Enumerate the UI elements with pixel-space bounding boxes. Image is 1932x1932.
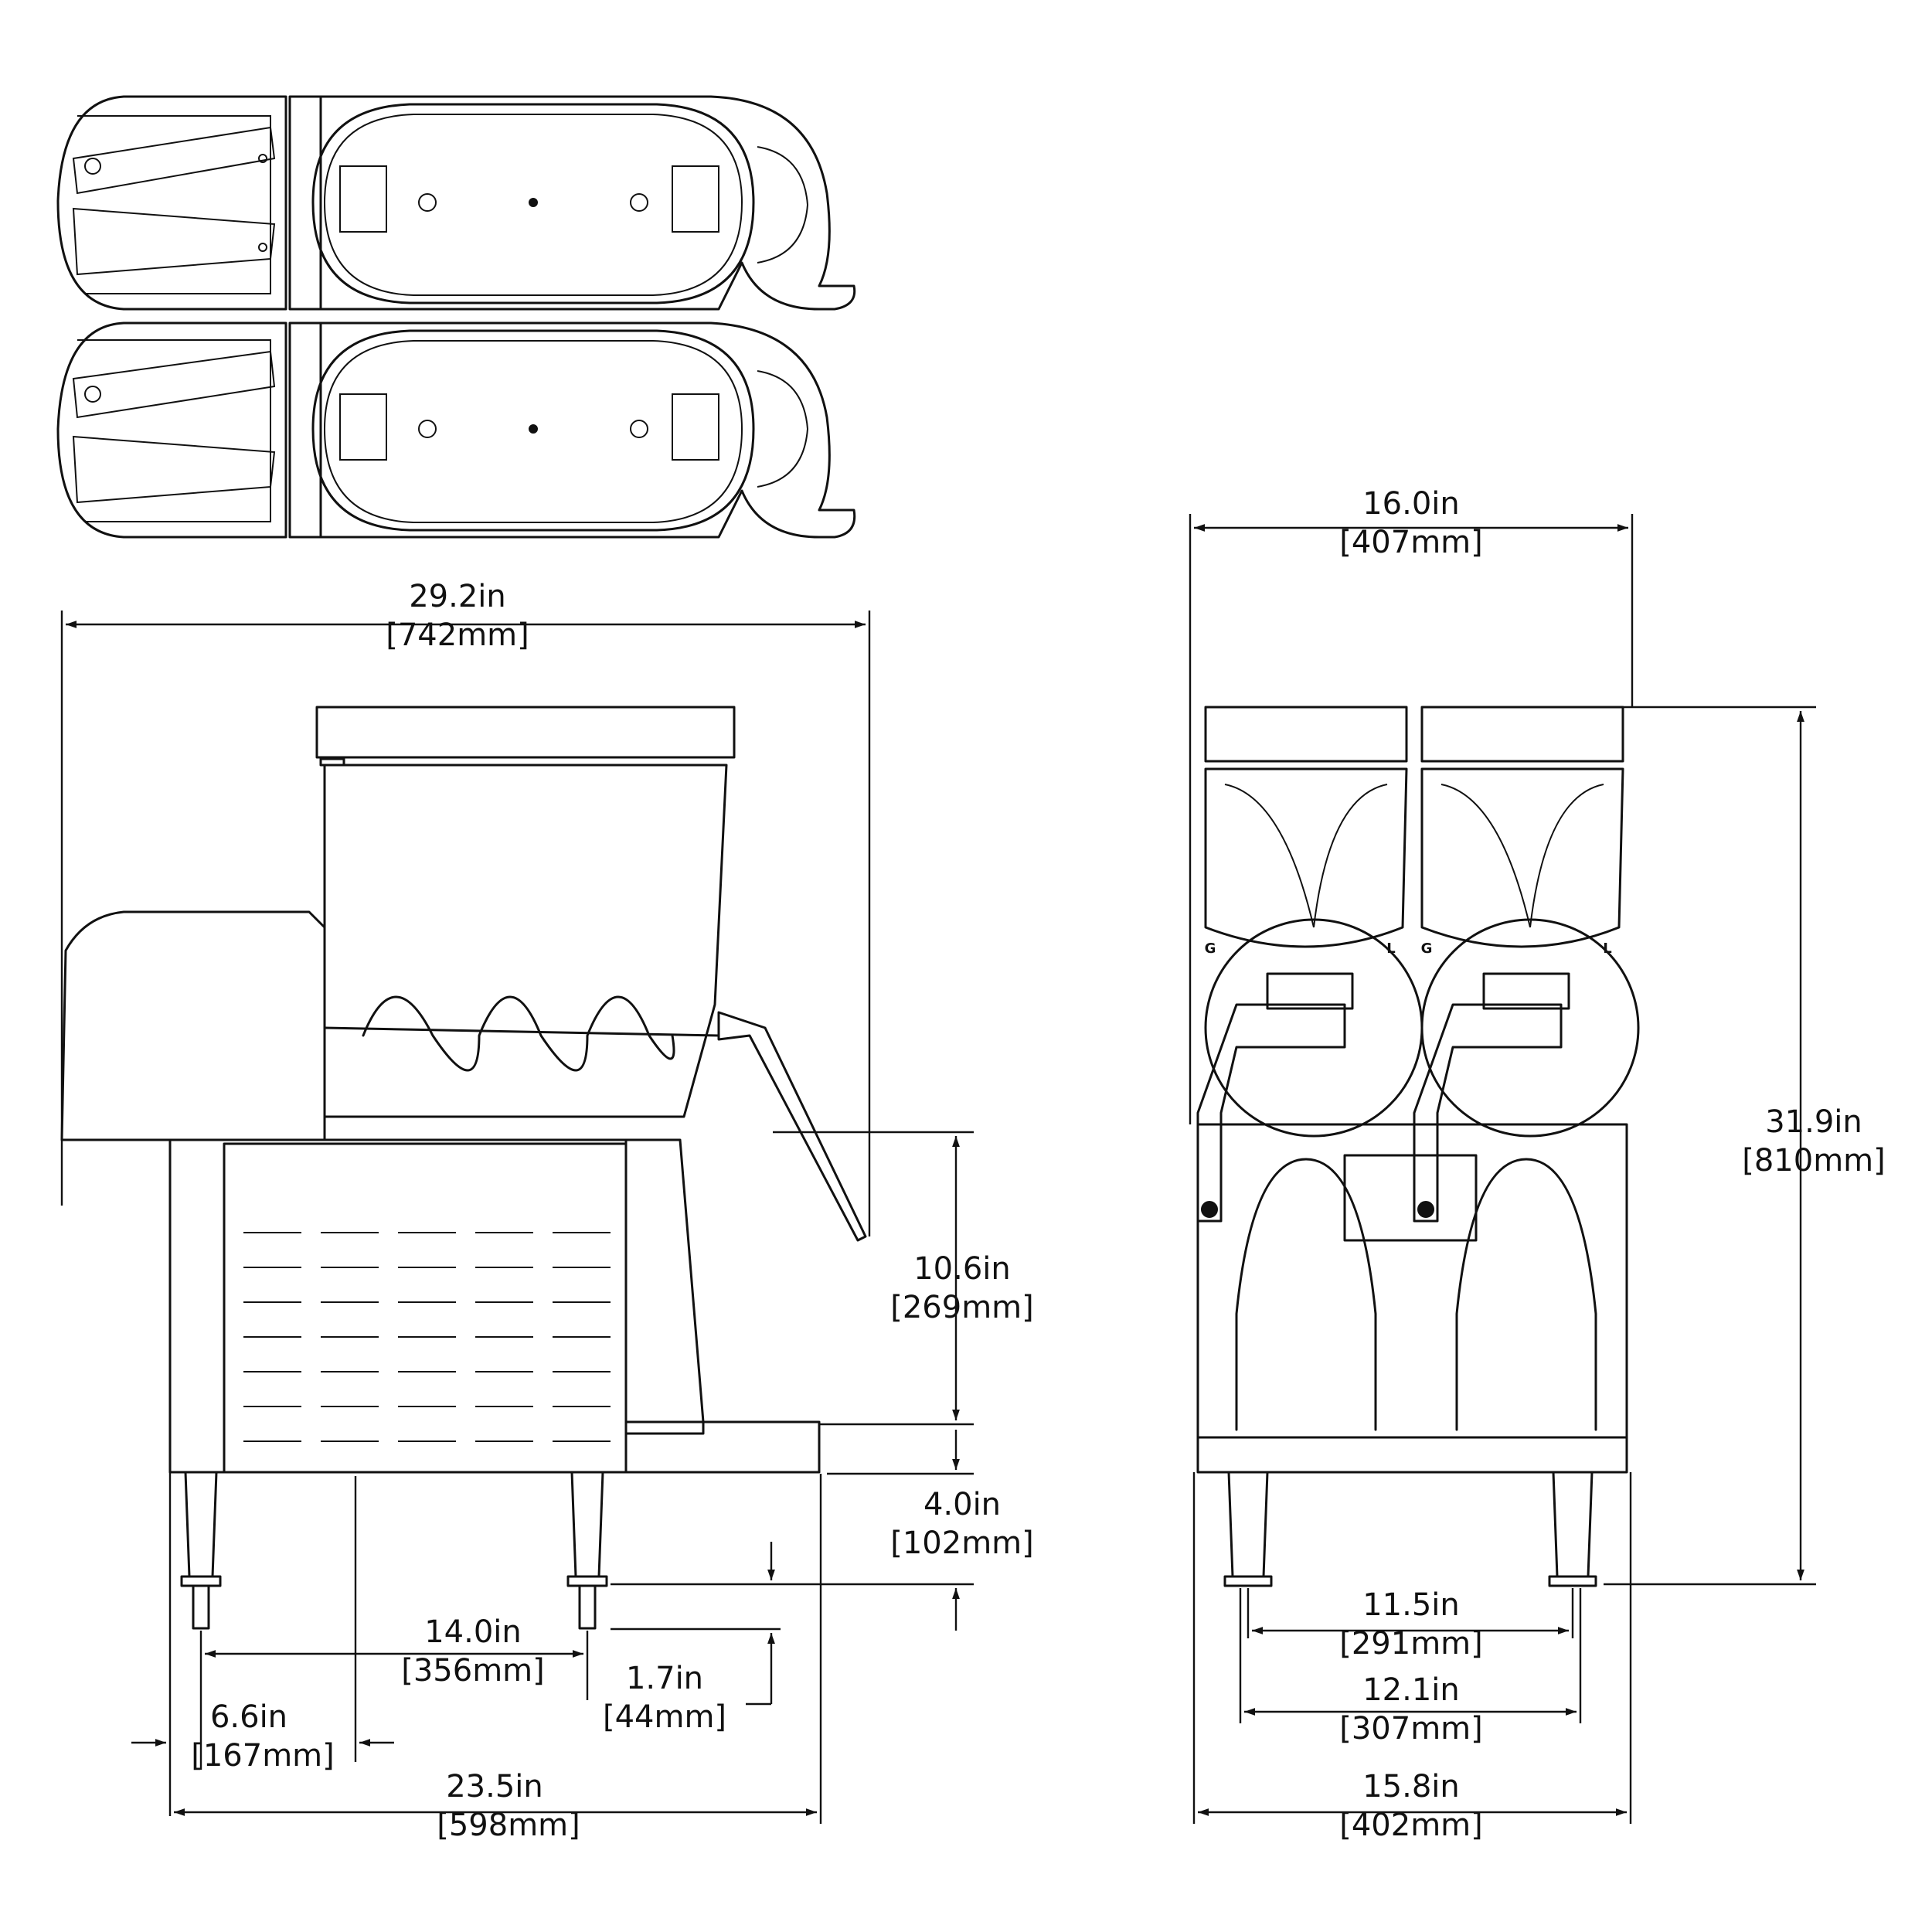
side-bowl xyxy=(323,764,728,1118)
dim-leg-width-inner-mm: [291mm] xyxy=(1339,1626,1483,1662)
dim-base-depth-in: 23.5in xyxy=(446,1769,543,1804)
dim-front-width-top-in: 16.0in xyxy=(1362,486,1460,522)
front-bowl-left xyxy=(1204,767,1408,948)
dim-leg-width-outer-mm: [307mm] xyxy=(1339,1711,1483,1747)
dim-leg-adjust-in: 1.7in xyxy=(626,1661,703,1696)
dim-front-width-top-mm: [407mm] xyxy=(1339,525,1483,560)
front-handle-left xyxy=(1196,1003,1346,1223)
dim-rear-leg-offset-in: 6.6in xyxy=(210,1699,287,1735)
front-bowl-right xyxy=(1420,767,1624,948)
dim-dispense-height-in: 10.6in xyxy=(913,1251,1011,1287)
front-drip-tray xyxy=(1196,1436,1628,1474)
side-front-panel xyxy=(624,1138,705,1423)
front-view: G L G L xyxy=(1196,706,1640,1587)
dim-leg-width-inner-in: 11.5in xyxy=(1362,1587,1460,1623)
front-handle-right xyxy=(1413,1003,1563,1223)
front-lid-right xyxy=(1420,706,1624,763)
front-cabinet xyxy=(1196,1123,1628,1439)
dim-leg-adjust-mm: [44mm] xyxy=(603,1699,726,1735)
dimension-lines xyxy=(60,514,1816,1824)
dim-drip-tray-height-mm: [102mm] xyxy=(890,1526,1034,1561)
dim-base-width-mm: [402mm] xyxy=(1339,1808,1483,1843)
side-legs xyxy=(180,1471,608,1630)
side-view xyxy=(60,706,867,1630)
auger-icon xyxy=(323,995,720,1072)
dim-dispense-height-mm: [269mm] xyxy=(890,1290,1034,1325)
front-lid-left xyxy=(1204,706,1408,763)
front-legs xyxy=(1223,1471,1597,1587)
top-view xyxy=(56,95,856,539)
dim-overall-height-in: 31.9in xyxy=(1765,1104,1862,1140)
level-mark-liters-left: L xyxy=(1386,940,1395,957)
top-view-bowl-upper xyxy=(56,95,856,311)
dim-rear-leg-offset-mm: [167mm] xyxy=(191,1738,335,1774)
side-bowl-lid xyxy=(315,706,736,759)
side-vent-grille xyxy=(243,1232,611,1442)
side-drip-tray xyxy=(624,1420,821,1474)
dim-leg-width-outer-in: 12.1in xyxy=(1362,1672,1460,1708)
level-mark-gallons-left: G xyxy=(1205,940,1216,957)
side-cabinet xyxy=(168,1138,628,1474)
top-view-bowl-lower xyxy=(56,321,856,539)
dim-base-depth-mm: [598mm] xyxy=(437,1808,580,1843)
dim-overall-depth-mm: [742mm] xyxy=(386,617,529,653)
side-dispense-handle xyxy=(717,1011,867,1242)
dim-base-width-in: 15.8in xyxy=(1362,1769,1460,1804)
dim-leg-spacing-mm: [356mm] xyxy=(401,1653,545,1689)
dimension-labels: 29.2in [742mm] 16.0in [407mm] 31.9in [81… xyxy=(191,486,1886,1843)
level-mark-gallons-right: G xyxy=(1421,940,1433,957)
level-mark-liters-right: L xyxy=(1603,940,1611,957)
dim-leg-spacing-in: 14.0in xyxy=(424,1614,522,1650)
dim-overall-height-mm: [810mm] xyxy=(1742,1143,1886,1179)
side-motor-housing xyxy=(60,910,326,1141)
dim-drip-tray-height-in: 4.0in xyxy=(923,1487,1001,1522)
dim-overall-depth-in: 29.2in xyxy=(409,579,506,614)
